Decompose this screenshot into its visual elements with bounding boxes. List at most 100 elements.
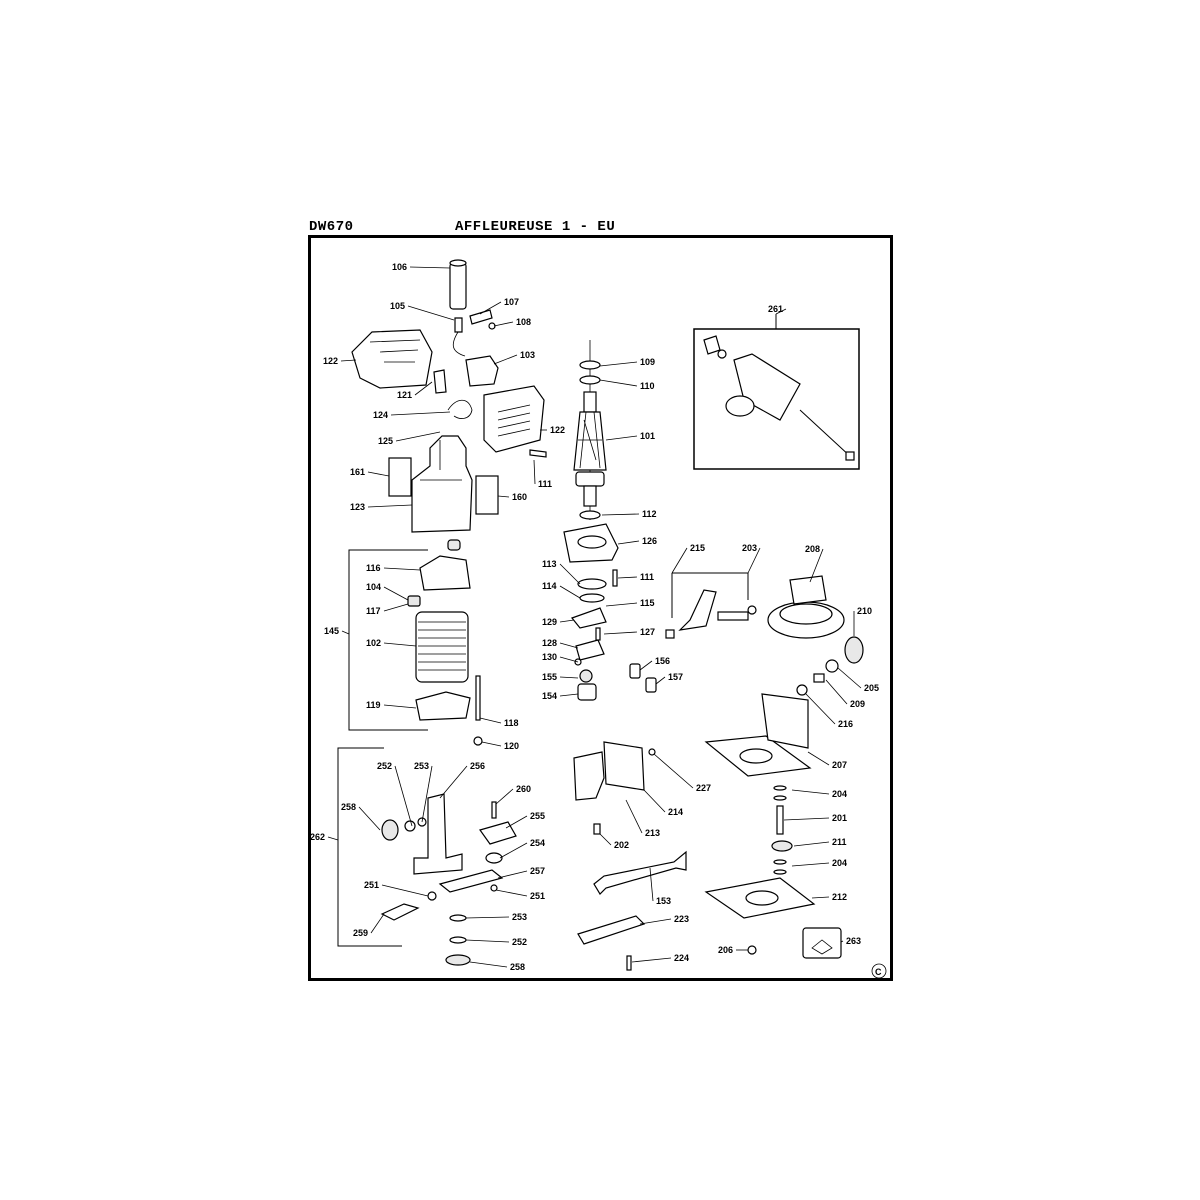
leader-line-261: [775, 308, 787, 315]
leader-line-109: [599, 361, 638, 367]
leader-line-204: [791, 789, 830, 795]
adjustment-knob-illustration: [796, 636, 864, 696]
part-label-130: 130: [542, 652, 557, 662]
part-label-153: 153: [656, 896, 671, 906]
field-coil-illustration: [415, 611, 469, 683]
part-label-105: 105: [390, 301, 405, 311]
leader-line-111: [617, 576, 638, 579]
part-label-125: 125: [378, 436, 393, 446]
leader-line-104: [383, 586, 409, 601]
base-plate-illustration: [704, 877, 816, 919]
leader-line-108: [493, 321, 514, 327]
leader-line-145: [341, 630, 350, 635]
leader-line-253: [465, 916, 510, 919]
leader-line-252: [394, 765, 413, 827]
screw-206-illustration: [747, 945, 757, 955]
switch-housing-illustration: [351, 329, 433, 389]
leader-line-260: [495, 788, 514, 805]
leader-line-216: [805, 693, 836, 725]
part-label-101: 101: [640, 431, 655, 441]
part-label-154: 154: [542, 691, 557, 701]
leader-line-251: [495, 889, 528, 897]
part-label-113: 113: [542, 559, 557, 569]
part-label-128: 128: [542, 638, 557, 648]
leader-line-255: [505, 815, 528, 829]
part-label-263: 263: [846, 936, 861, 946]
part-label-252: 252: [377, 761, 392, 771]
leader-line-113: [559, 563, 581, 585]
guide-fence-illustration: [381, 793, 463, 875]
leader-line-224: [631, 957, 672, 963]
motor-housing-illustration: [388, 435, 499, 533]
part-label-110: 110: [640, 381, 655, 391]
leader-line-214: [643, 789, 666, 813]
leader-line-102: [383, 642, 417, 647]
part-label-118: 118: [504, 718, 519, 728]
part-label-115: 115: [640, 598, 655, 608]
leader-line-117: [383, 603, 409, 612]
leader-line-126: [617, 540, 640, 545]
part-label-120: 120: [504, 741, 519, 751]
part-label-251: 251: [364, 880, 379, 890]
leader-line-112: [601, 513, 640, 516]
leader-line-258: [358, 806, 381, 831]
part-label-227: 227: [696, 783, 711, 793]
leader-line-120: [481, 741, 502, 747]
leader-line-154: [559, 693, 579, 697]
part-label-224: 224: [674, 953, 689, 963]
part-label-208: 208: [805, 544, 820, 554]
leader-line-157: [655, 676, 666, 685]
part-label-111: 111: [640, 572, 654, 582]
part-label-259: 259: [353, 928, 368, 938]
leader-line-205: [837, 667, 862, 689]
part-label-215: 215: [690, 543, 705, 553]
depth-ring-illustration: [767, 575, 845, 639]
part-label-156: 156: [655, 656, 670, 666]
base-bracket-illustration: [704, 693, 812, 777]
leader-line-207: [807, 751, 830, 766]
leader-line-121: [414, 381, 433, 396]
leader-line-215: [671, 547, 688, 574]
leader-line-213: [625, 799, 643, 834]
screw-224-illustration: [626, 955, 632, 971]
leader-line-257: [497, 870, 528, 879]
part-label-253: 253: [414, 761, 429, 771]
leader-line-111: [533, 459, 536, 485]
part-label-103: 103: [520, 350, 535, 360]
part-label-258: 258: [510, 962, 525, 972]
part-label-204: 204: [832, 858, 847, 868]
model-number: DW670: [309, 219, 354, 235]
part-label-109: 109: [640, 357, 655, 367]
guide-knobs-illustration: [380, 903, 471, 966]
motor-base-illustration: [415, 675, 483, 746]
diagram-title: AFFLEUREUSE 1 - EU: [455, 219, 616, 235]
leader-line-256: [439, 765, 468, 799]
part-label-129: 129: [542, 617, 557, 627]
part-label-202: 202: [614, 840, 629, 850]
leader-line-208: [809, 548, 824, 583]
part-label-106: 106: [392, 262, 407, 272]
leader-line-227: [653, 753, 694, 789]
brush-holder-illustration: [407, 539, 471, 607]
part-label-223: 223: [674, 914, 689, 924]
part-label-127: 127: [640, 627, 655, 637]
spacer-sleeves-illustration: [629, 663, 657, 693]
part-label-122: 122: [550, 425, 565, 435]
leader-line-259: [370, 913, 385, 934]
part-label-213: 213: [645, 828, 660, 838]
part-label-260: 260: [516, 784, 531, 794]
spanner-illustration: [593, 850, 687, 895]
part-label-204: 204: [832, 789, 847, 799]
leader-line-128: [559, 642, 579, 649]
leader-line-107: [479, 301, 502, 315]
part-label-209: 209: [850, 699, 865, 709]
leader-line-252: [465, 939, 510, 943]
part-label-253: 253: [512, 912, 527, 922]
leader-line-161: [367, 471, 390, 477]
leader-line-156: [639, 660, 653, 671]
leader-line-125: [395, 431, 441, 442]
part-label-261: 261: [768, 304, 783, 314]
part-label-161: 161: [350, 467, 365, 477]
